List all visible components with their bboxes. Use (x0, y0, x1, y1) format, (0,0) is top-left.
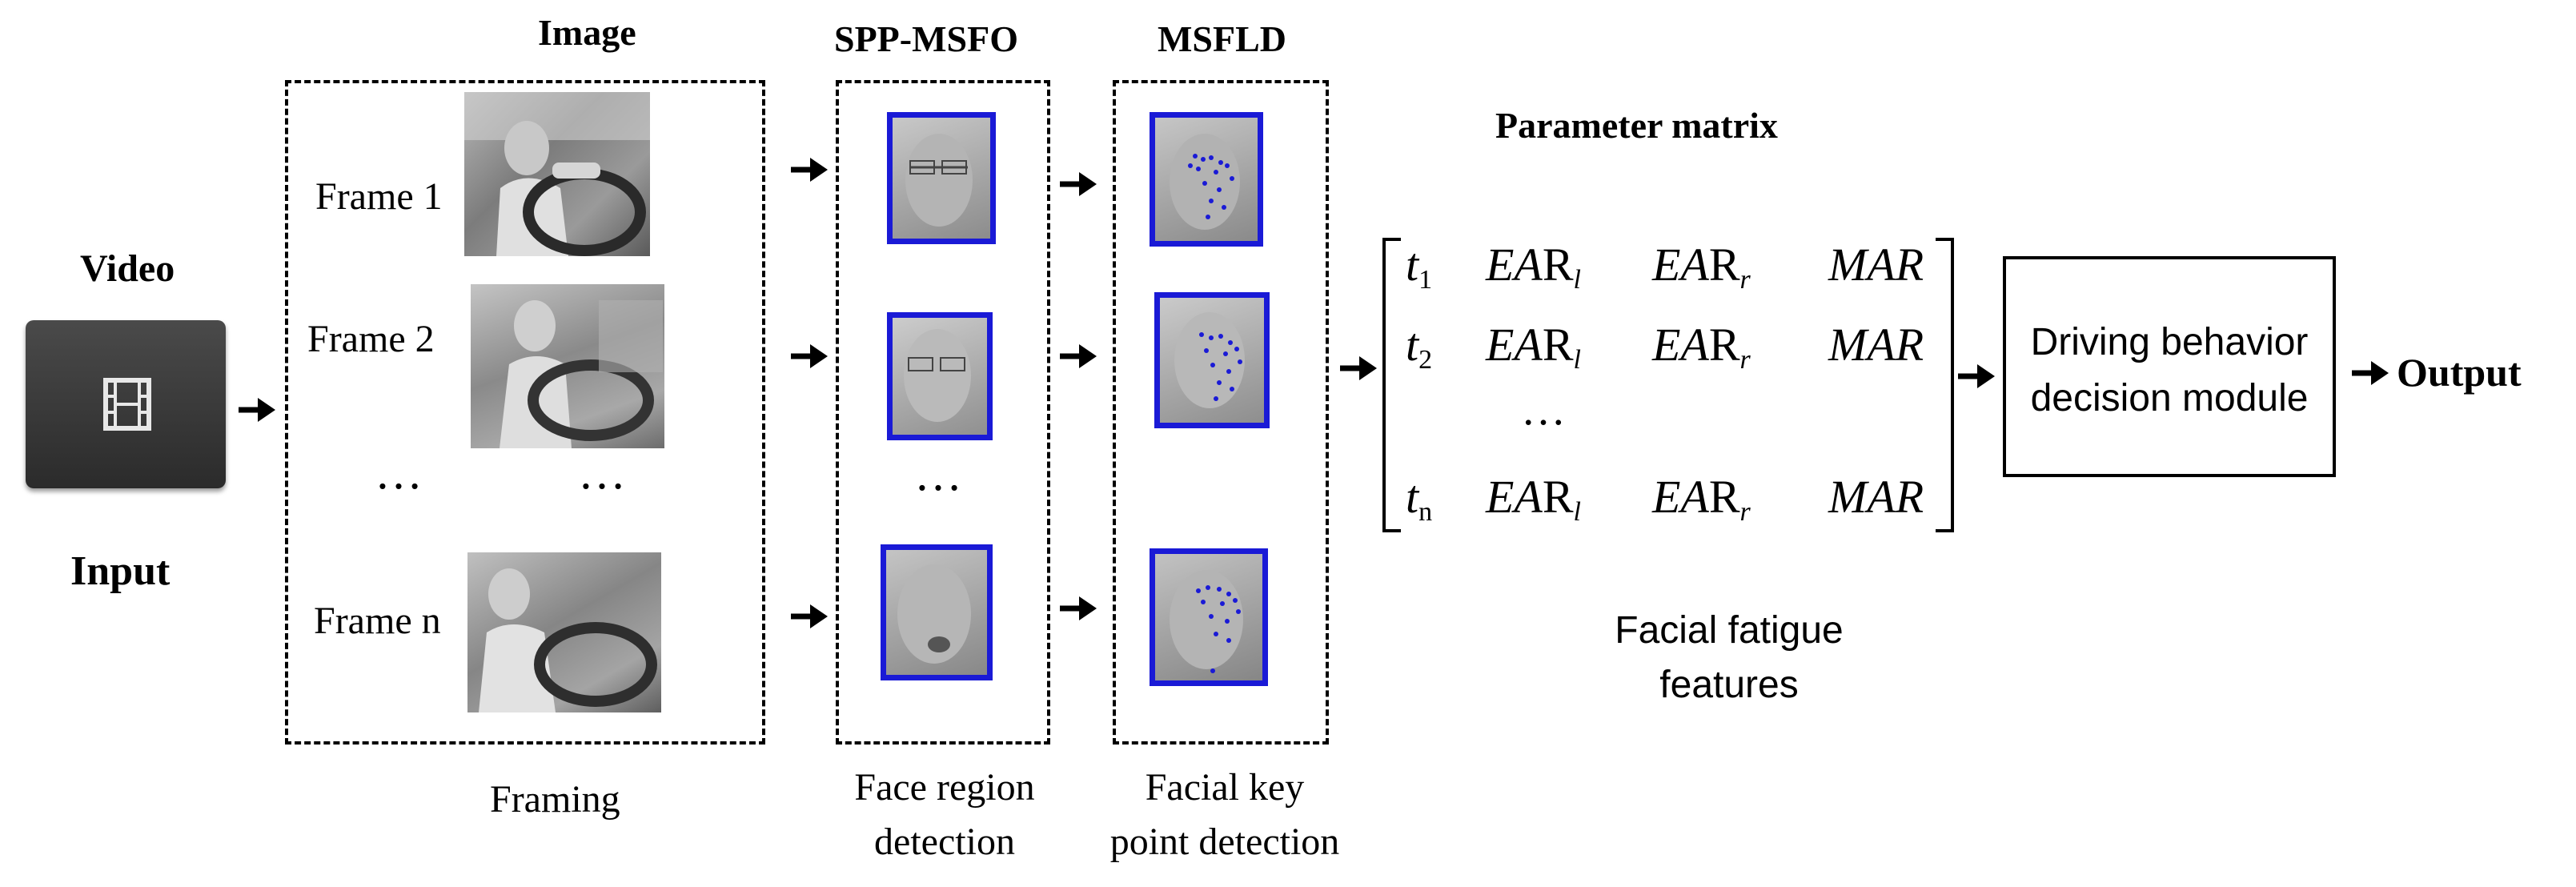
face-detection-ellipsis: … (914, 448, 962, 500)
frame-1-label: Frame 1 (315, 175, 443, 218)
keypoint-title: MSFLD (1158, 18, 1286, 59)
face-crop-n (881, 544, 993, 680)
matrix-row-n-mar: MAR (1828, 471, 1924, 523)
face-detection-title: SPP-MSFO (834, 18, 1018, 59)
matrix-row-n-earr: EARr (1652, 471, 1751, 527)
arrow-face-n-to-keypoint (1060, 596, 1097, 620)
arrow-face-1-to-keypoint (1060, 172, 1097, 196)
matrix-left-bracket (1382, 238, 1401, 532)
matrix-row-2-t: t2 (1406, 319, 1433, 375)
frame-n-label: Frame n (314, 600, 441, 642)
matrix-row-1-earr: EARr (1652, 239, 1751, 295)
keypoint-crop-n (1150, 548, 1268, 686)
arrow-frame-1-to-face (791, 158, 828, 182)
framing-ellipsis-right: … (578, 446, 626, 499)
arrow-frame-n-to-face (791, 604, 828, 628)
video-tile[interactable] (26, 320, 226, 488)
framing-box (285, 80, 765, 745)
arrow-frame-2-to-face (791, 344, 828, 368)
face-detection-caption-1: Face region (854, 766, 1035, 809)
arrow-decision-to-output (2352, 361, 2389, 385)
keypoint-caption-1: Facial key (1145, 766, 1305, 809)
video-label: Video (80, 247, 175, 290)
matrix-caption-1: Facial fatigue (1615, 609, 1844, 652)
matrix-row-2-earl: EARl (1486, 319, 1581, 375)
framing-ellipsis-left: … (375, 446, 423, 499)
frame-2-label: Frame 2 (307, 318, 435, 360)
face-crop-1 (887, 112, 996, 244)
keypoint-box (1113, 80, 1329, 745)
matrix-row-1-t: t1 (1406, 239, 1433, 295)
arrow-matrix-to-decision (1958, 364, 1995, 388)
framing-caption: Framing (490, 778, 620, 821)
input-label: Input (70, 548, 171, 594)
matrix-row-1-earl: EARl (1486, 239, 1581, 295)
matrix-row-1-mar: MAR (1828, 239, 1924, 291)
matrix-row-2-earr: EARr (1652, 319, 1751, 375)
decision-module-box (2003, 256, 2336, 477)
decision-module-line-1: Driving behavior (2030, 321, 2309, 363)
matrix-caption-2: features (1659, 664, 1799, 706)
face-detection-caption-2: detection (874, 821, 1015, 863)
face-crop-2 (887, 312, 993, 440)
face-detection-box (836, 80, 1050, 745)
framing-title: Image (538, 12, 636, 53)
frame-1-image (464, 92, 650, 256)
matrix-row-2-mar: MAR (1828, 319, 1924, 371)
keypoint-caption-2: point detection (1109, 821, 1340, 863)
matrix-title: Parameter matrix (1495, 105, 1778, 146)
matrix-row-n-t: tn (1406, 471, 1433, 527)
frame-2-image (471, 284, 664, 448)
arrow-keypoint-to-matrix (1340, 356, 1377, 380)
frame-n-image (467, 552, 661, 712)
arrow-face-2-to-keypoint (1060, 344, 1097, 368)
matrix-right-bracket (1936, 238, 1954, 532)
matrix-row-n-earl: EARl (1486, 471, 1581, 527)
film-icon (103, 378, 151, 431)
keypoint-crop-2 (1154, 292, 1270, 428)
keypoint-crop-1 (1150, 112, 1263, 247)
decision-module-line-2: decision module (2030, 377, 2309, 419)
matrix-ellipsis: … (1521, 385, 1566, 435)
arrow-input-to-framing (239, 398, 275, 422)
output-label: Output (2397, 350, 2522, 395)
